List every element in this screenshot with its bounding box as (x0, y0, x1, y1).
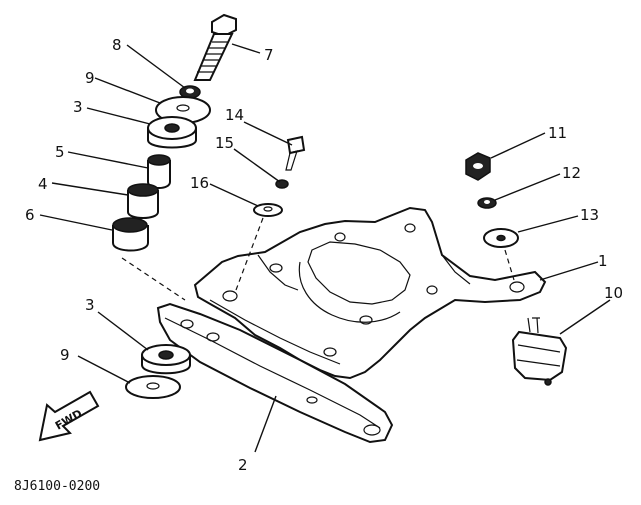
rubber-13 (483, 228, 519, 248)
washer-9-lower (125, 375, 181, 399)
callout-3-upper: 3 (73, 98, 83, 116)
collar-4 (127, 183, 159, 219)
callout-9-upper: 9 (85, 69, 95, 87)
fwd-arrow: FWD (38, 390, 100, 442)
callout-11: 11 (548, 124, 567, 142)
collar-6 (112, 217, 149, 252)
callout-7: 7 (264, 46, 274, 64)
rubber-mount-3-upper (147, 116, 197, 149)
part-code: 8J6100-0200 (14, 479, 100, 494)
callout-8: 8 (112, 36, 122, 54)
callout-2: 2 (238, 456, 248, 474)
callout-6: 6 (25, 206, 35, 224)
callout-4: 4 (38, 175, 48, 193)
callout-labels: 7 8 9 3 5 4 6 14 15 16 11 12 13 1 10 3 9… (25, 36, 623, 474)
centerline-left (121, 257, 186, 301)
callout-5: 5 (55, 143, 65, 161)
bolt-14 (285, 135, 306, 171)
collar-5 (147, 154, 171, 189)
callout-10: 10 (604, 284, 623, 302)
centerline-middle (235, 217, 264, 291)
damper-10 (511, 317, 568, 386)
leader-lines (39, 43, 611, 453)
nut-11 (465, 152, 491, 181)
bolt-7 (193, 13, 237, 81)
callout-3-lower: 3 (85, 296, 95, 314)
callout-9-lower: 9 (60, 346, 70, 364)
callout-15: 15 (215, 134, 234, 152)
callout-1: 1 (598, 252, 608, 270)
callout-16: 16 (190, 174, 209, 192)
callout-14: 14 (225, 106, 244, 124)
callout-13: 13 (580, 206, 599, 224)
washer-16 (253, 203, 283, 217)
rubber-mount-3-lower (141, 344, 191, 375)
callout-12: 12 (562, 164, 581, 182)
